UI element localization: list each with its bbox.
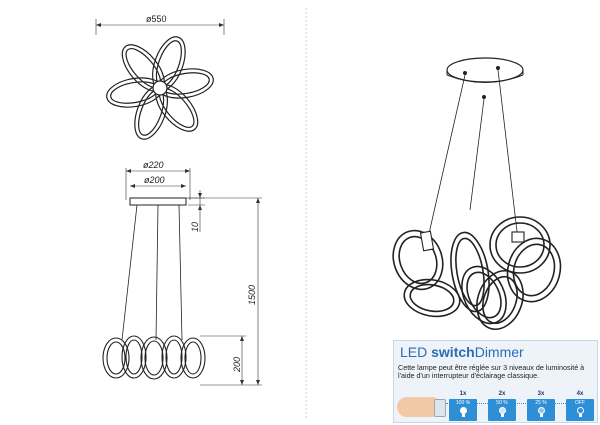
bulb-icon bbox=[537, 407, 545, 414]
dimmer-title: LED switchDimmer bbox=[400, 344, 524, 360]
bulb-icon bbox=[459, 407, 467, 414]
led-switch-dimmer-panel: LED switchDimmer Cette lampe peut être r… bbox=[393, 340, 598, 423]
bulb-icon bbox=[498, 407, 506, 414]
dimmer-title-prefix: LED bbox=[400, 344, 432, 360]
level-count: 2x bbox=[498, 391, 506, 397]
level-percent: OFF bbox=[575, 400, 585, 406]
level-percent: 100 % bbox=[455, 400, 471, 406]
level-percent: 25 % bbox=[535, 400, 547, 406]
dimmer-level-2: 2x 50 % bbox=[488, 391, 516, 421]
level-count: 3x bbox=[537, 391, 545, 397]
dimmer-description: Cette lampe peut être réglée sur 3 nivea… bbox=[398, 363, 585, 381]
canopy-height-label: 10 bbox=[190, 222, 200, 232]
dimmer-level-3: 3x 25 % bbox=[527, 391, 555, 421]
level-connector bbox=[446, 403, 586, 404]
wall-switch-icon bbox=[434, 399, 446, 417]
body-height-label: 200 bbox=[232, 357, 242, 373]
dimmer-title-suffix: Dimmer bbox=[474, 344, 524, 360]
level-count: 1x bbox=[459, 391, 467, 397]
side-view: ø220 ø200 10 1500 200 bbox=[102, 160, 262, 386]
level-percent: 50 % bbox=[496, 400, 508, 406]
bulb-icon bbox=[576, 407, 584, 414]
canopy-outer-label: ø220 bbox=[143, 160, 164, 170]
dimmer-level-4: 4x OFF bbox=[566, 391, 594, 421]
dimmer-level-1: 1x 100 % bbox=[449, 391, 477, 421]
total-height-label: 1500 bbox=[247, 285, 257, 305]
perspective-view bbox=[392, 57, 562, 330]
canopy-inner-label: ø200 bbox=[144, 175, 165, 185]
dimmer-title-bold: switch bbox=[431, 344, 475, 360]
top-view: ø550 bbox=[95, 14, 225, 140]
level-count: 4x bbox=[576, 391, 584, 397]
top-diameter-label: ø550 bbox=[146, 14, 167, 24]
hand-icon bbox=[397, 397, 441, 417]
